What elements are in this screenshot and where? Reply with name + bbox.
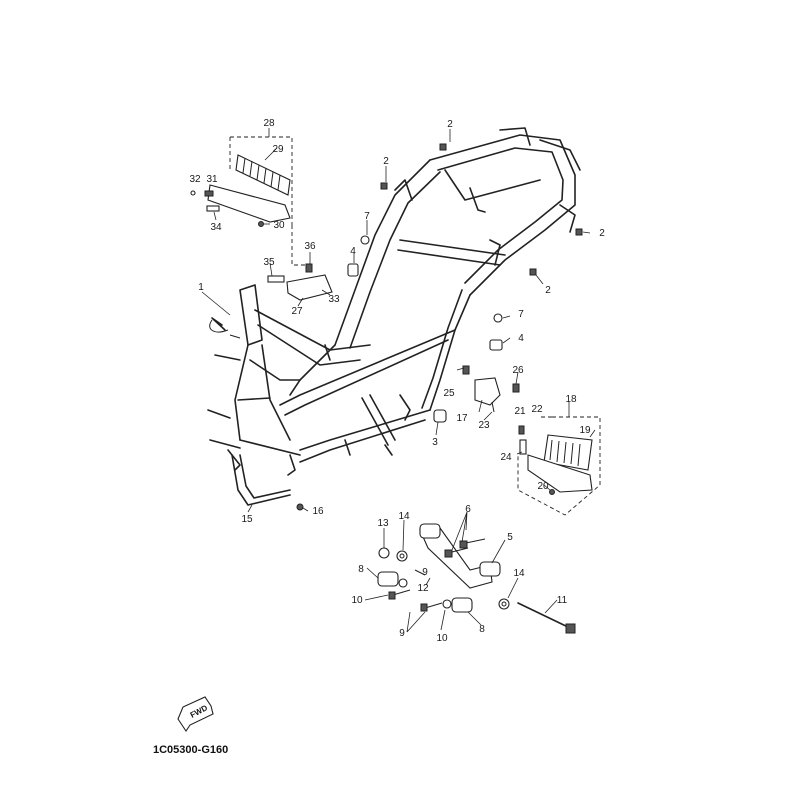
callout-4: 4 <box>518 333 524 344</box>
callout-30: 30 <box>273 220 285 231</box>
callout-2: 2 <box>599 228 605 239</box>
frame-nuts <box>380 143 583 276</box>
callout-2: 2 <box>545 285 551 296</box>
part-15-tube <box>231 454 291 506</box>
callout-34: 34 <box>210 222 222 233</box>
callout-26: 26 <box>512 365 524 376</box>
callout-9: 9 <box>422 567 428 578</box>
part-23-spring <box>491 401 495 413</box>
box-28-footrest-set <box>190 136 305 266</box>
callout-36: 36 <box>304 241 316 252</box>
callout-7: 7 <box>518 309 524 320</box>
callout-13: 13 <box>377 518 389 529</box>
callout-4: 4 <box>350 246 356 257</box>
diagram-code: 1C05300-G160 <box>153 744 228 756</box>
callout-23: 23 <box>478 420 490 431</box>
callout-31: 31 <box>206 174 218 185</box>
callout-8: 8 <box>358 564 364 575</box>
callout-16: 16 <box>312 506 324 517</box>
callout-17: 17 <box>456 413 468 424</box>
callout-35: 35 <box>263 257 275 268</box>
part-32-clip <box>190 190 196 196</box>
part-25-pin <box>462 365 470 375</box>
callout-24: 24 <box>500 452 512 463</box>
part-3 <box>433 409 447 423</box>
part-16-bolt <box>296 503 304 511</box>
callout-3: 3 <box>432 437 438 448</box>
callout-28: 28 <box>263 118 275 129</box>
callout-6: 6 <box>465 504 471 515</box>
part-27-bracket <box>286 274 333 301</box>
callout-7: 7 <box>364 211 370 222</box>
callout-9: 9 <box>399 628 405 639</box>
callout-25: 25 <box>443 388 455 399</box>
callout-14: 14 <box>513 568 525 579</box>
callout-27: 27 <box>291 306 303 317</box>
callout-1: 1 <box>198 282 204 293</box>
callout-29: 29 <box>272 144 284 155</box>
callout-12: 12 <box>417 583 429 594</box>
callout-20: 20 <box>537 481 549 492</box>
callout-32: 32 <box>189 174 201 185</box>
callout-22: 22 <box>531 404 543 415</box>
rubber-dampers <box>347 235 503 351</box>
part-21-spring <box>518 425 525 435</box>
callout-10: 10 <box>351 595 363 606</box>
main-frame <box>207 127 581 476</box>
part-36-bolt <box>305 263 313 273</box>
part-34-pin <box>206 205 220 212</box>
callout-10: 10 <box>436 633 448 644</box>
callout-8: 8 <box>479 624 485 635</box>
callout-15: 15 <box>241 514 253 525</box>
leader-lines <box>201 128 596 633</box>
callout-21: 21 <box>514 406 526 417</box>
part-31-spring <box>204 190 214 197</box>
callout-19: 19 <box>579 425 591 436</box>
callout-18: 18 <box>565 394 577 405</box>
part-26-bolt <box>512 383 520 393</box>
part-35-pin <box>267 275 285 283</box>
callout-2: 2 <box>447 119 453 130</box>
engine-mount-assembly <box>377 523 576 634</box>
box-18-footrest-set <box>517 416 601 516</box>
callout-11: 11 <box>557 595 568 606</box>
fwd-arrow-icon: FWD <box>177 696 214 732</box>
callout-33: 33 <box>328 294 340 305</box>
callout-labels: 1 2 2 2 2 3 4 4 5 6 7 7 8 8 9 9 10 10 11… <box>189 118 605 644</box>
part-24-pin <box>519 439 527 455</box>
callout-2: 2 <box>383 156 389 167</box>
callout-5: 5 <box>507 532 513 543</box>
callout-14: 14 <box>398 511 410 522</box>
part-17-bracket <box>474 377 501 406</box>
